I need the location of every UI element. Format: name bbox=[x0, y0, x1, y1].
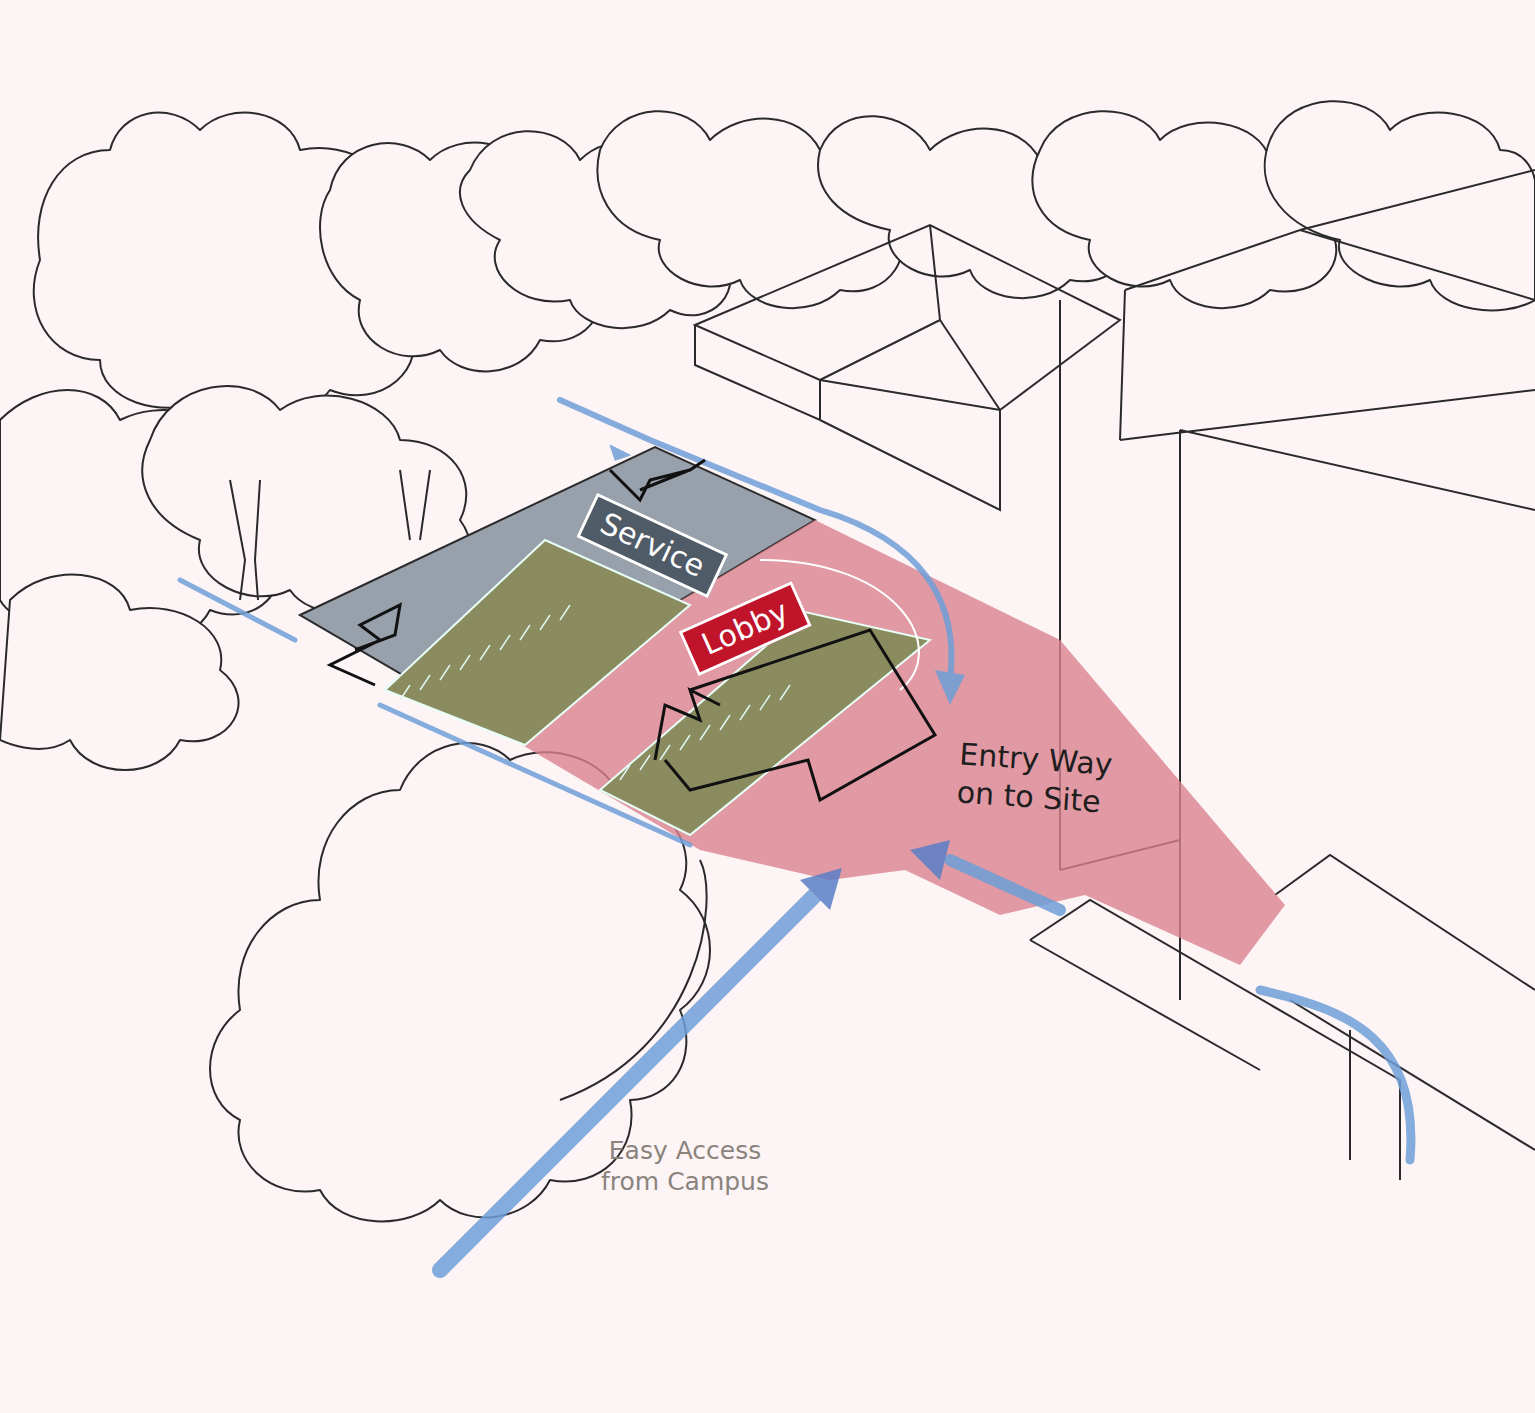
zone-box: Service bbox=[576, 492, 728, 597]
annotation: Easy Access from Campus bbox=[600, 1135, 770, 1198]
annotation: Entry Way on to Site bbox=[956, 735, 1156, 823]
access-arrows bbox=[330, 460, 935, 800]
trees bbox=[0, 101, 1535, 1221]
circulation-arrows bbox=[180, 400, 1411, 1270]
zone-box: Lobby bbox=[679, 580, 812, 675]
site-zones bbox=[300, 447, 1285, 965]
zone-label: Service bbox=[594, 506, 709, 584]
zone-label: Lobby bbox=[697, 594, 794, 662]
annotation-text: Entry Way on to Site bbox=[956, 736, 1114, 818]
annotation-text: Easy Access from Campus bbox=[601, 1136, 769, 1196]
